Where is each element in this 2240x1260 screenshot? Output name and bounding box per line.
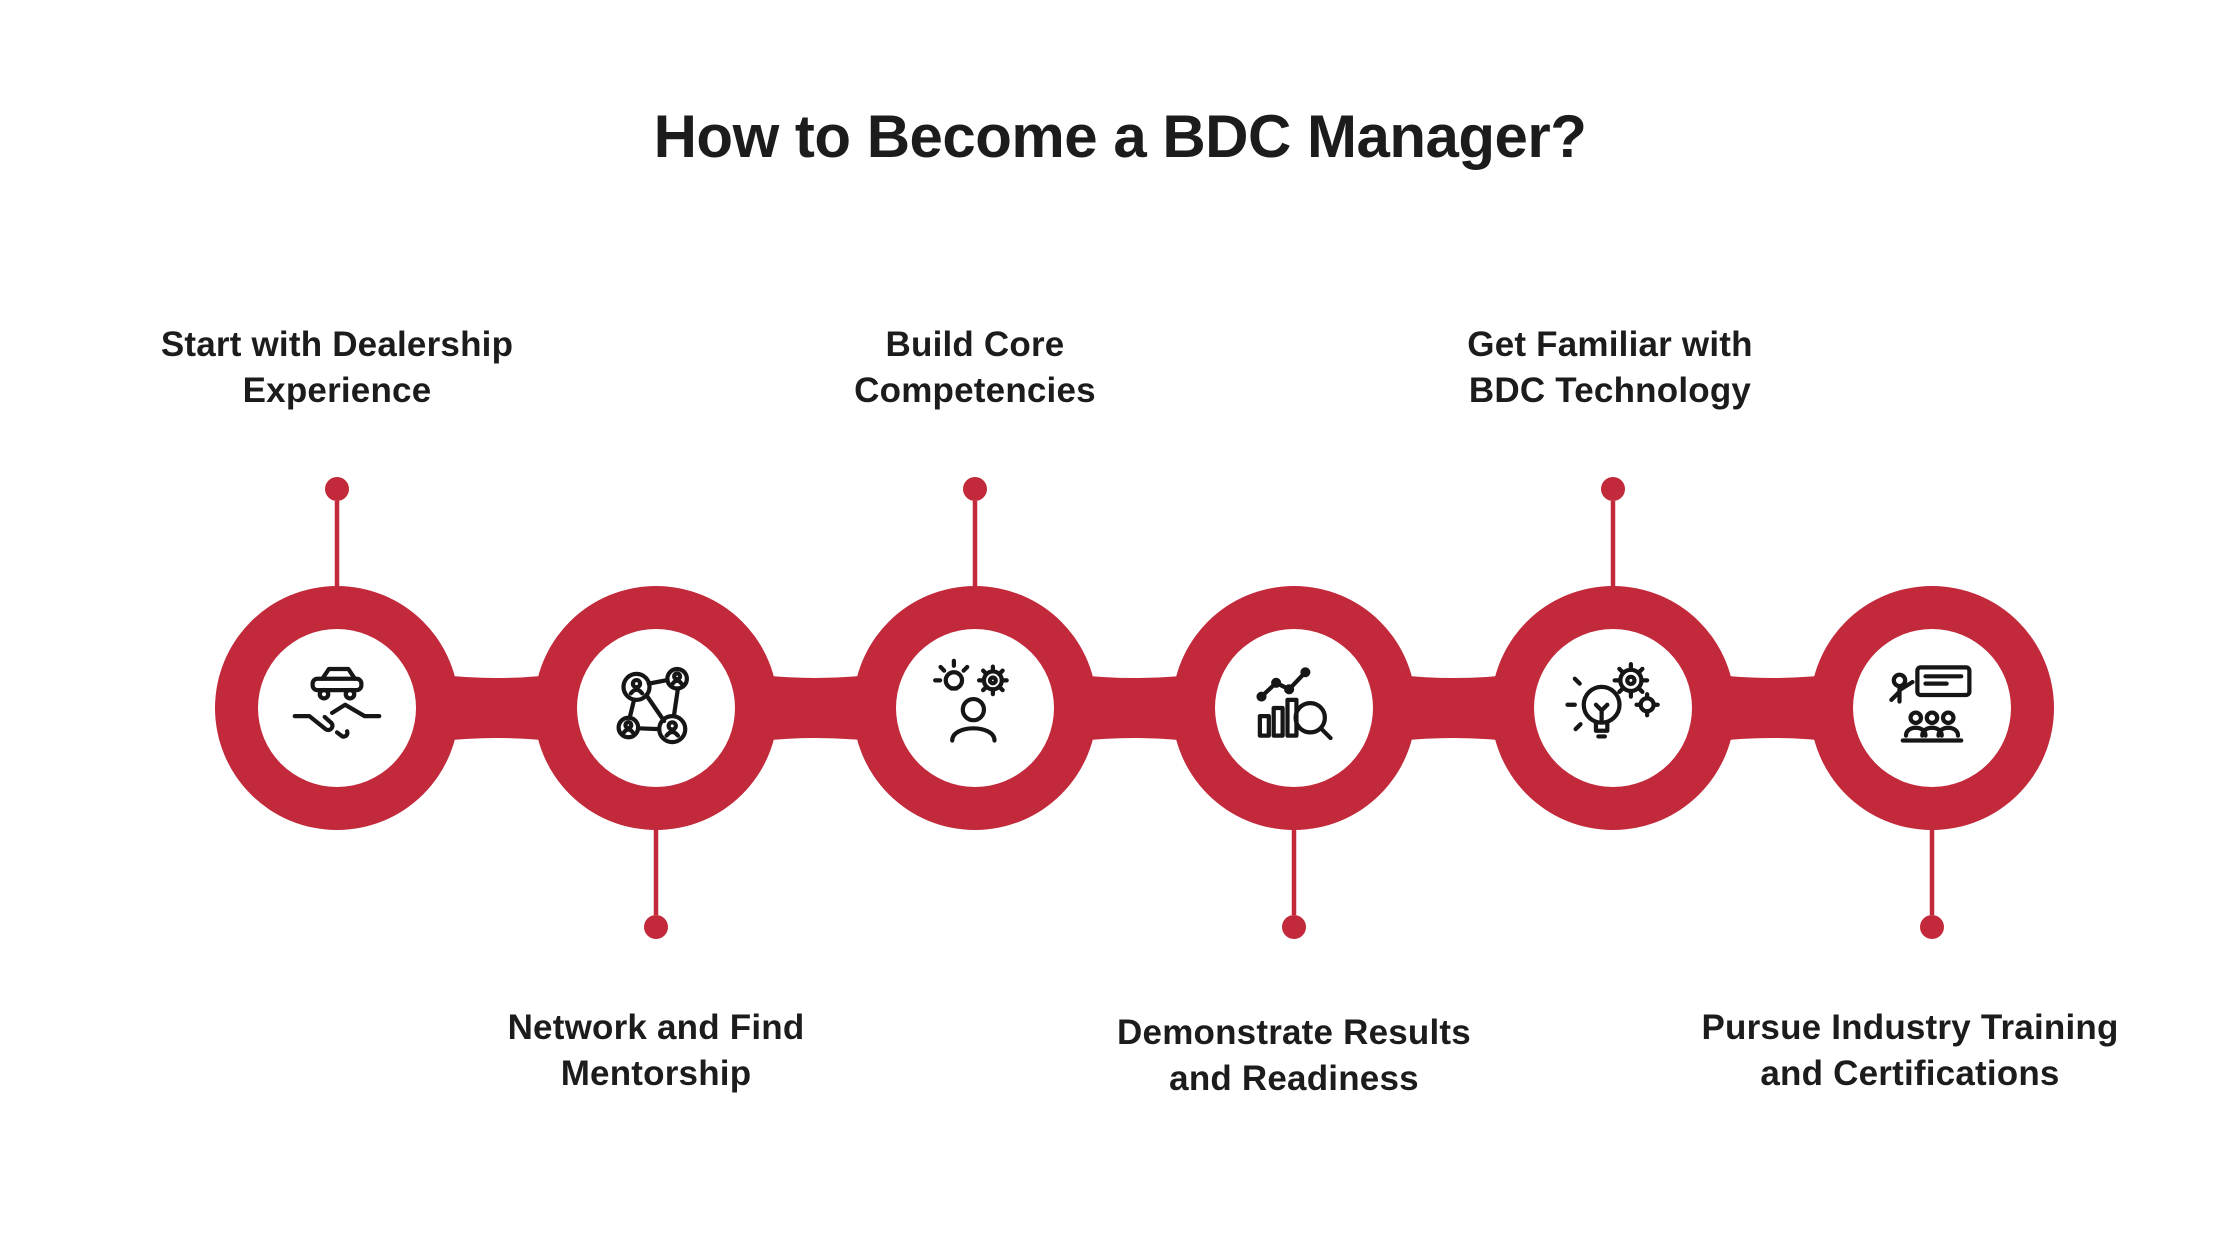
step-3-label-line2: Competencies [854,371,1096,411]
ring-inner [896,629,1054,787]
connector-dot [325,477,349,501]
connector-stems-below [644,824,1944,939]
connector-stems-above [325,477,1625,592]
connector-dot [1920,915,1944,939]
step-2-label: Network and Find Mentorship [508,1005,805,1097]
ring-inner [1534,629,1692,787]
training-presentation-icon [1877,653,1987,763]
bulb-gears-icon [1558,653,1668,763]
step-6-label-line1: Pursue Industry Training [1701,1008,2119,1047]
chain-rings [215,586,2054,830]
people-network-icon [601,653,711,763]
step-5-label-line2: BDC Technology [1468,371,1752,411]
connector-dot [963,477,987,501]
step-2-label-line2: Mentorship [560,1054,752,1094]
step-6-label-line2: and Certifications [1760,1054,2060,1094]
ring-inner [1215,629,1373,787]
step-1-label: Start with Dealership Experience [161,322,513,414]
page-title: How to Become a BDC Manager? [653,103,1587,170]
step-5-label-line1: Get Familiar with [1467,325,1753,364]
connector-dot [1601,477,1625,501]
step-1-label-line1: Start with Dealership [160,325,514,364]
connector-dot [1282,915,1306,939]
step-4-label-line2: and Readiness [1169,1059,1419,1099]
handshake-car-icon [282,653,392,763]
connector-dot [644,915,668,939]
person-idea-gear-icon [920,653,1030,763]
chart-magnifier-icon [1239,653,1349,763]
step-3-label: Build Core Competencies [854,322,1096,414]
step-4-label-line1: Demonstrate Results [1117,1013,1471,1052]
step-4-label: Demonstrate Results and Readiness [1117,1010,1471,1102]
ring-inner [1853,629,2011,787]
step-6-label: Pursue Industry Training and Certificati… [1701,1005,2118,1097]
step-1-label-line2: Experience [242,371,432,411]
step-2-label-line1: Network and Find [507,1008,805,1047]
step-5-label: Get Familiar with BDC Technology [1467,322,1752,414]
step-3-label-line1: Build Core [885,325,1065,364]
